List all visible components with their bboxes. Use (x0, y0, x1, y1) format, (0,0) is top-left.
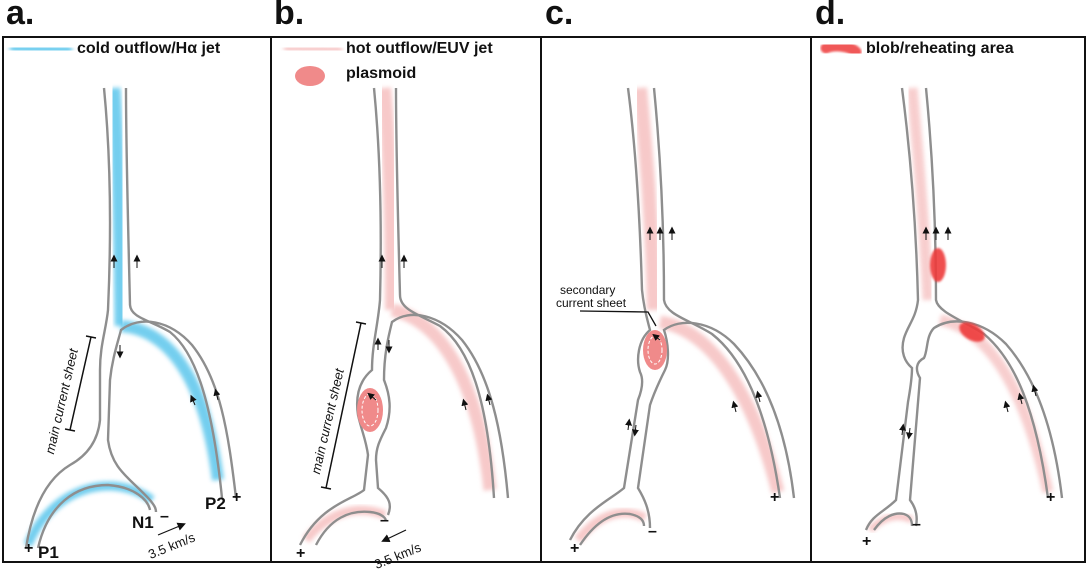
c-minus: – (648, 523, 657, 540)
blob-d-right (959, 322, 985, 342)
c-plus-right: + (770, 489, 780, 506)
panel-a-label: a. (6, 0, 35, 32)
secondary-current-sheet-line1: secondary (560, 283, 616, 297)
p1-plus: + (24, 540, 34, 557)
blob-swatch (820, 40, 862, 58)
d-minus: – (912, 516, 921, 533)
p2-label: P2 (205, 494, 226, 513)
panel-c-label: c. (545, 0, 574, 32)
plasmoid-c (643, 330, 667, 370)
blob-d-upper (930, 248, 946, 282)
plasmoid-b (357, 388, 383, 432)
legend-cold-outflow: cold outflow/Hα jet (77, 40, 221, 57)
c-plus: + (570, 540, 580, 557)
b-plus: + (296, 545, 306, 562)
panel-b-diagram (283, 43, 510, 546)
panel-d-label: d. (815, 0, 846, 32)
plasmoid-swatch (295, 66, 325, 86)
p1-label: P1 (38, 543, 59, 562)
panel-b-frame (270, 36, 542, 563)
legend-plasmoid: plasmoid (346, 65, 417, 82)
hot-outflow-swatch (283, 43, 343, 55)
d-plus: + (862, 533, 872, 550)
b-minus: – (380, 512, 389, 529)
panel-a-diagram (9, 43, 238, 549)
cold-jet-upper (107, 87, 128, 327)
cold-jet-right (120, 320, 224, 481)
panel-d-diagram (820, 40, 1064, 533)
panel-a-frame (2, 36, 272, 563)
legend-hot-outflow: hot outflow/EUV jet (346, 40, 493, 57)
cold-outflow-swatch (9, 43, 73, 55)
d-plus-right: + (1046, 489, 1056, 506)
legend-blob: blob/reheating area (866, 40, 1014, 57)
n1-label: N1 (132, 513, 154, 532)
panel-b-label: b. (274, 0, 305, 32)
p2-plus: + (232, 489, 242, 506)
n1-minus: – (160, 508, 169, 525)
panel-d-frame (810, 36, 1086, 563)
secondary-current-sheet-line2: current sheet (556, 296, 627, 310)
panel-c-diagram (568, 87, 796, 546)
